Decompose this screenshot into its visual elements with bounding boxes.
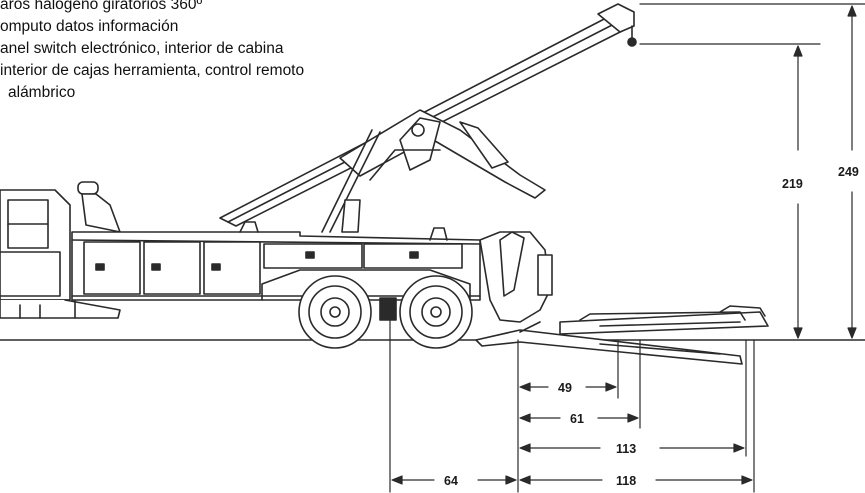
dim-113: 113 <box>616 442 636 456</box>
dim-118: 118 <box>616 474 636 488</box>
feature-item: anel switch electrónico, interior de cab… <box>0 40 284 57</box>
feature-list: aros halógeno giratorios 360º omputo dat… <box>0 0 304 104</box>
dimension-labels: 219 249 49 61 113 64 118 <box>444 165 859 488</box>
beacon-mount <box>77 181 121 233</box>
feature-item: aros halógeno giratorios 360º <box>0 0 203 13</box>
dimension-lines <box>389 3 865 493</box>
rear-wheels <box>298 275 473 349</box>
dim-249: 249 <box>838 165 859 179</box>
truck-cab <box>0 189 121 319</box>
underlift-assembly <box>475 231 769 365</box>
feature-item: omputo datos información <box>0 18 179 35</box>
tool-body <box>71 221 481 301</box>
dim-64: 64 <box>444 474 458 488</box>
boom-assembly <box>219 3 637 233</box>
dim-61: 61 <box>570 412 584 426</box>
dim-219: 219 <box>782 177 803 191</box>
feature-item: alámbrico <box>8 84 76 101</box>
feature-item: interior de cajas herramienta, control r… <box>0 62 305 79</box>
dim-49: 49 <box>558 381 572 395</box>
